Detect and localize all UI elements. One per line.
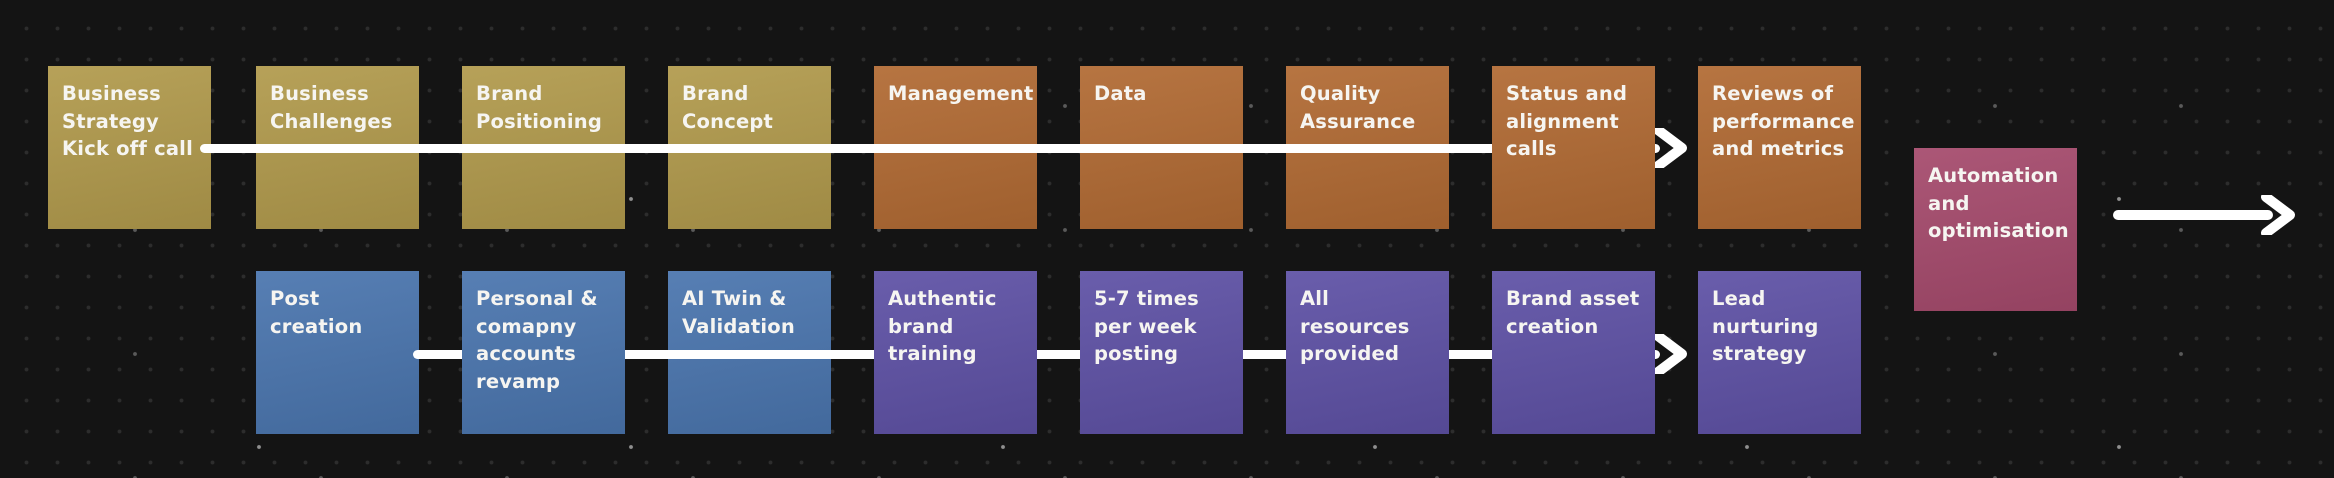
note-label: Quality Assurance xyxy=(1300,82,1416,133)
note-label: Authentic brand training xyxy=(888,287,997,365)
note-post-creation[interactable]: Post creation xyxy=(256,271,419,434)
note-label: Data xyxy=(1094,82,1147,105)
connector-line xyxy=(2113,210,2273,220)
note-all-resources-provided[interactable]: All resources provided xyxy=(1286,271,1449,434)
note-label: Management xyxy=(888,82,1034,105)
note-label: 5-7 times per week posting xyxy=(1094,287,1199,365)
note-personal-company-accounts-revamp[interactable]: Personal & comapny accounts revamp xyxy=(462,271,625,434)
note-business-strategy-kick-off-call[interactable]: Business Strategy Kick off call xyxy=(48,66,211,229)
arrowhead-right-icon xyxy=(1653,334,1687,374)
note-label: Automation and optimisation xyxy=(1928,164,2069,242)
note-brand-asset-creation[interactable]: Brand asset creation xyxy=(1492,271,1655,434)
note-label: Lead nurturing strategy xyxy=(1712,287,1819,365)
note-label: Brand Positioning xyxy=(476,82,602,133)
connector-line xyxy=(200,144,1660,153)
note-label: All resources provided xyxy=(1300,287,1410,365)
note-lead-nurturing-strategy[interactable]: Lead nurturing strategy xyxy=(1698,271,1861,434)
note-label: Post creation xyxy=(270,287,363,338)
note-label: AI Twin & Validation xyxy=(682,287,795,338)
note-label: Brand asset creation xyxy=(1506,287,1640,338)
note-label: Status and alignment calls xyxy=(1506,82,1628,160)
note-label: Reviews of performance and metrics xyxy=(1712,82,1855,160)
note-label: Personal & comapny accounts revamp xyxy=(476,287,598,393)
note-label: Business Challenges xyxy=(270,82,393,133)
arrowhead-right-icon xyxy=(2261,195,2295,235)
note-label: Brand Concept xyxy=(682,82,774,133)
note-authentic-brand-training[interactable]: Authentic brand training xyxy=(874,271,1037,434)
note-reviews-of-performance-and-metrics[interactable]: Reviews of performance and metrics xyxy=(1698,66,1861,229)
note-5-7-times-per-week-posting[interactable]: 5-7 times per week posting xyxy=(1080,271,1243,434)
note-automation-and-optimisation[interactable]: Automation and optimisation xyxy=(1914,148,2077,311)
arrowhead-right-icon xyxy=(1653,128,1687,168)
note-status-and-alignment-calls[interactable]: Status and alignment calls xyxy=(1492,66,1655,229)
note-label: Business Strategy Kick off call xyxy=(62,82,193,160)
